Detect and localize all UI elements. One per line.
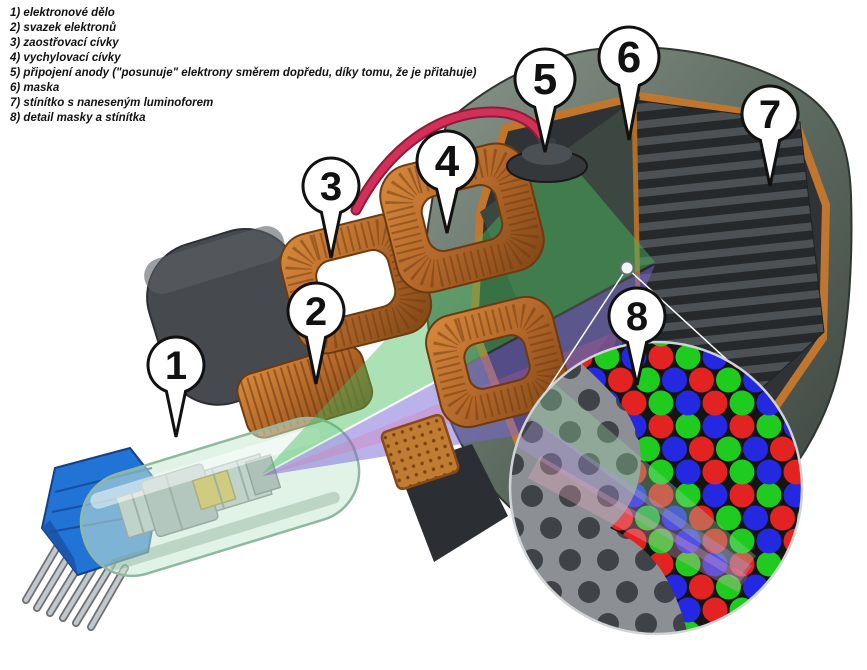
- marker-balloon: [286, 281, 346, 385]
- marker-number: 3: [320, 165, 342, 209]
- marker-3: 3: [301, 156, 361, 259]
- deflection-coil-upper: [379, 142, 545, 294]
- marker-7: 7: [740, 84, 800, 187]
- detail-circle-outline: [508, 340, 804, 636]
- marker-balloon: [607, 286, 667, 386]
- legend-item: 7) stínítko s naneseným luminoforem: [10, 97, 214, 109]
- glass-highlight: [90, 427, 321, 509]
- detail-beam-green: [522, 378, 756, 574]
- marker-number: 2: [305, 290, 327, 334]
- glass-neck: [79, 416, 361, 578]
- deflection-coil-ring: [379, 142, 545, 294]
- legend-item: 5) připojení anody ("posunuje" elektrony…: [10, 67, 477, 79]
- marker-1: 1: [146, 335, 206, 438]
- marker-number: 6: [617, 33, 641, 82]
- detail-circle: [510, 342, 802, 634]
- legend-item: 4) vychylovací cívky: [10, 52, 121, 64]
- anode-cable: [352, 108, 550, 214]
- legend: 1) elektronové dělo 2) svazek elektronů …: [10, 6, 477, 126]
- marker-number: 7: [759, 93, 781, 137]
- neck-winding: [236, 344, 374, 439]
- legend-item: 3) zaostřovací cívky: [10, 37, 119, 49]
- marker-8: 8: [607, 286, 667, 386]
- marker-balloon: [740, 84, 800, 187]
- anode-cap: [506, 138, 588, 183]
- marker-2: 2: [286, 281, 346, 385]
- anode-cap-dome: [522, 143, 572, 165]
- marker-number: 8: [626, 295, 648, 339]
- marker-balloon: [415, 129, 479, 234]
- detail-beam-purple: [516, 420, 752, 582]
- legend-item: 2) svazek elektronů: [10, 22, 117, 34]
- detail-beam-pink: [528, 456, 748, 592]
- glass-shade: [109, 491, 340, 571]
- socket-base-shade: [42, 520, 78, 575]
- marker-balloon: [301, 156, 361, 259]
- perforated-plate-body: [380, 413, 460, 491]
- marker-4: 4: [415, 129, 479, 234]
- legend-item: 8) detail masky a stínítka: [10, 112, 146, 124]
- detail-phosphor-area: [556, 342, 802, 634]
- deflection-coil-wires: [385, 148, 539, 288]
- legend-item: 1) elektronové dělo: [10, 7, 115, 19]
- neck-winding-wires: [239, 345, 370, 438]
- magnifier-source-dot: [619, 260, 635, 276]
- marker-balloon: [146, 335, 206, 438]
- marker-balloon: [513, 47, 577, 153]
- marker-5: 5: [513, 47, 577, 153]
- marker-6: 6: [597, 25, 661, 141]
- marker-number: 5: [533, 55, 557, 104]
- yoke-housing-highlight: [144, 226, 285, 294]
- legend-item: 6) maska: [10, 82, 60, 94]
- marker-balloon: [597, 25, 661, 141]
- marker-number: 4: [435, 137, 460, 186]
- socket-pins: [23, 539, 128, 630]
- mask-copper-edge: [631, 99, 641, 301]
- perforated-plate: [380, 413, 460, 491]
- marker-number: 1: [165, 344, 187, 388]
- focusing-coil-wires: [285, 219, 427, 349]
